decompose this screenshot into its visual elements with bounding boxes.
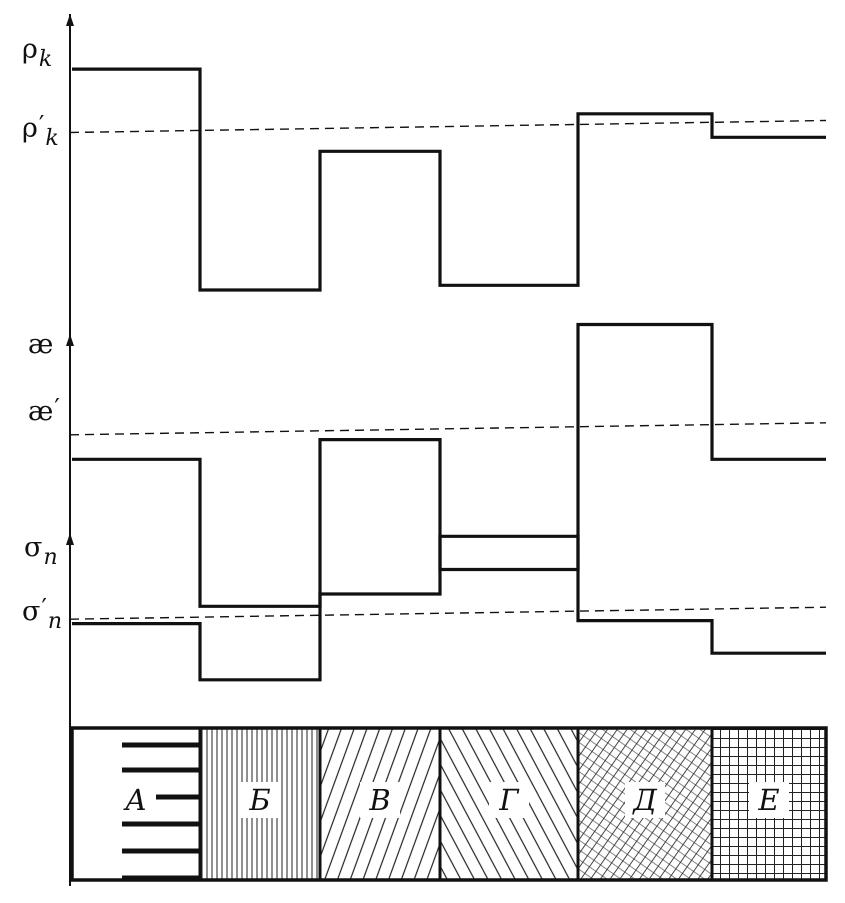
block-label-backdrop-5 (625, 782, 665, 818)
block-label-1: А (123, 783, 147, 817)
rho-threshold-line (69, 119, 827, 134)
sigma-axis-label: σn (24, 532, 58, 570)
sigma-threshold-label: σ′n (22, 594, 63, 634)
sigma-axis-arrow (66, 533, 74, 545)
block-label-backdrop-1 (116, 782, 156, 818)
block-label-backdrop-3 (360, 782, 400, 818)
sigma-profile-line (72, 534, 826, 682)
block-label-backdrop-6 (749, 782, 789, 818)
block-label-4: Г (498, 783, 520, 817)
rho-axis-arrow (66, 14, 74, 26)
block-label-backdrop-4 (489, 782, 529, 818)
ae-profile-line (72, 322, 826, 608)
ae-axis-arrow (66, 334, 74, 346)
block-label-backdrop-2 (240, 782, 280, 818)
sigma-threshold-line (69, 606, 827, 620)
block-label-2: Б (248, 783, 270, 817)
block-label-3: В (368, 783, 390, 817)
ae-threshold-label: æ′ (28, 394, 60, 427)
ae-axis-label: æ (28, 329, 54, 360)
rho-axis-label: ρk (22, 34, 53, 72)
block-label-5: Д (631, 783, 658, 817)
rho-threshold-label: ρ′k (22, 111, 59, 151)
block-label-6: Е (757, 783, 779, 817)
column-frame (70, 726, 828, 882)
rho-profile-line (72, 67, 826, 292)
ae-threshold-line (69, 422, 827, 436)
